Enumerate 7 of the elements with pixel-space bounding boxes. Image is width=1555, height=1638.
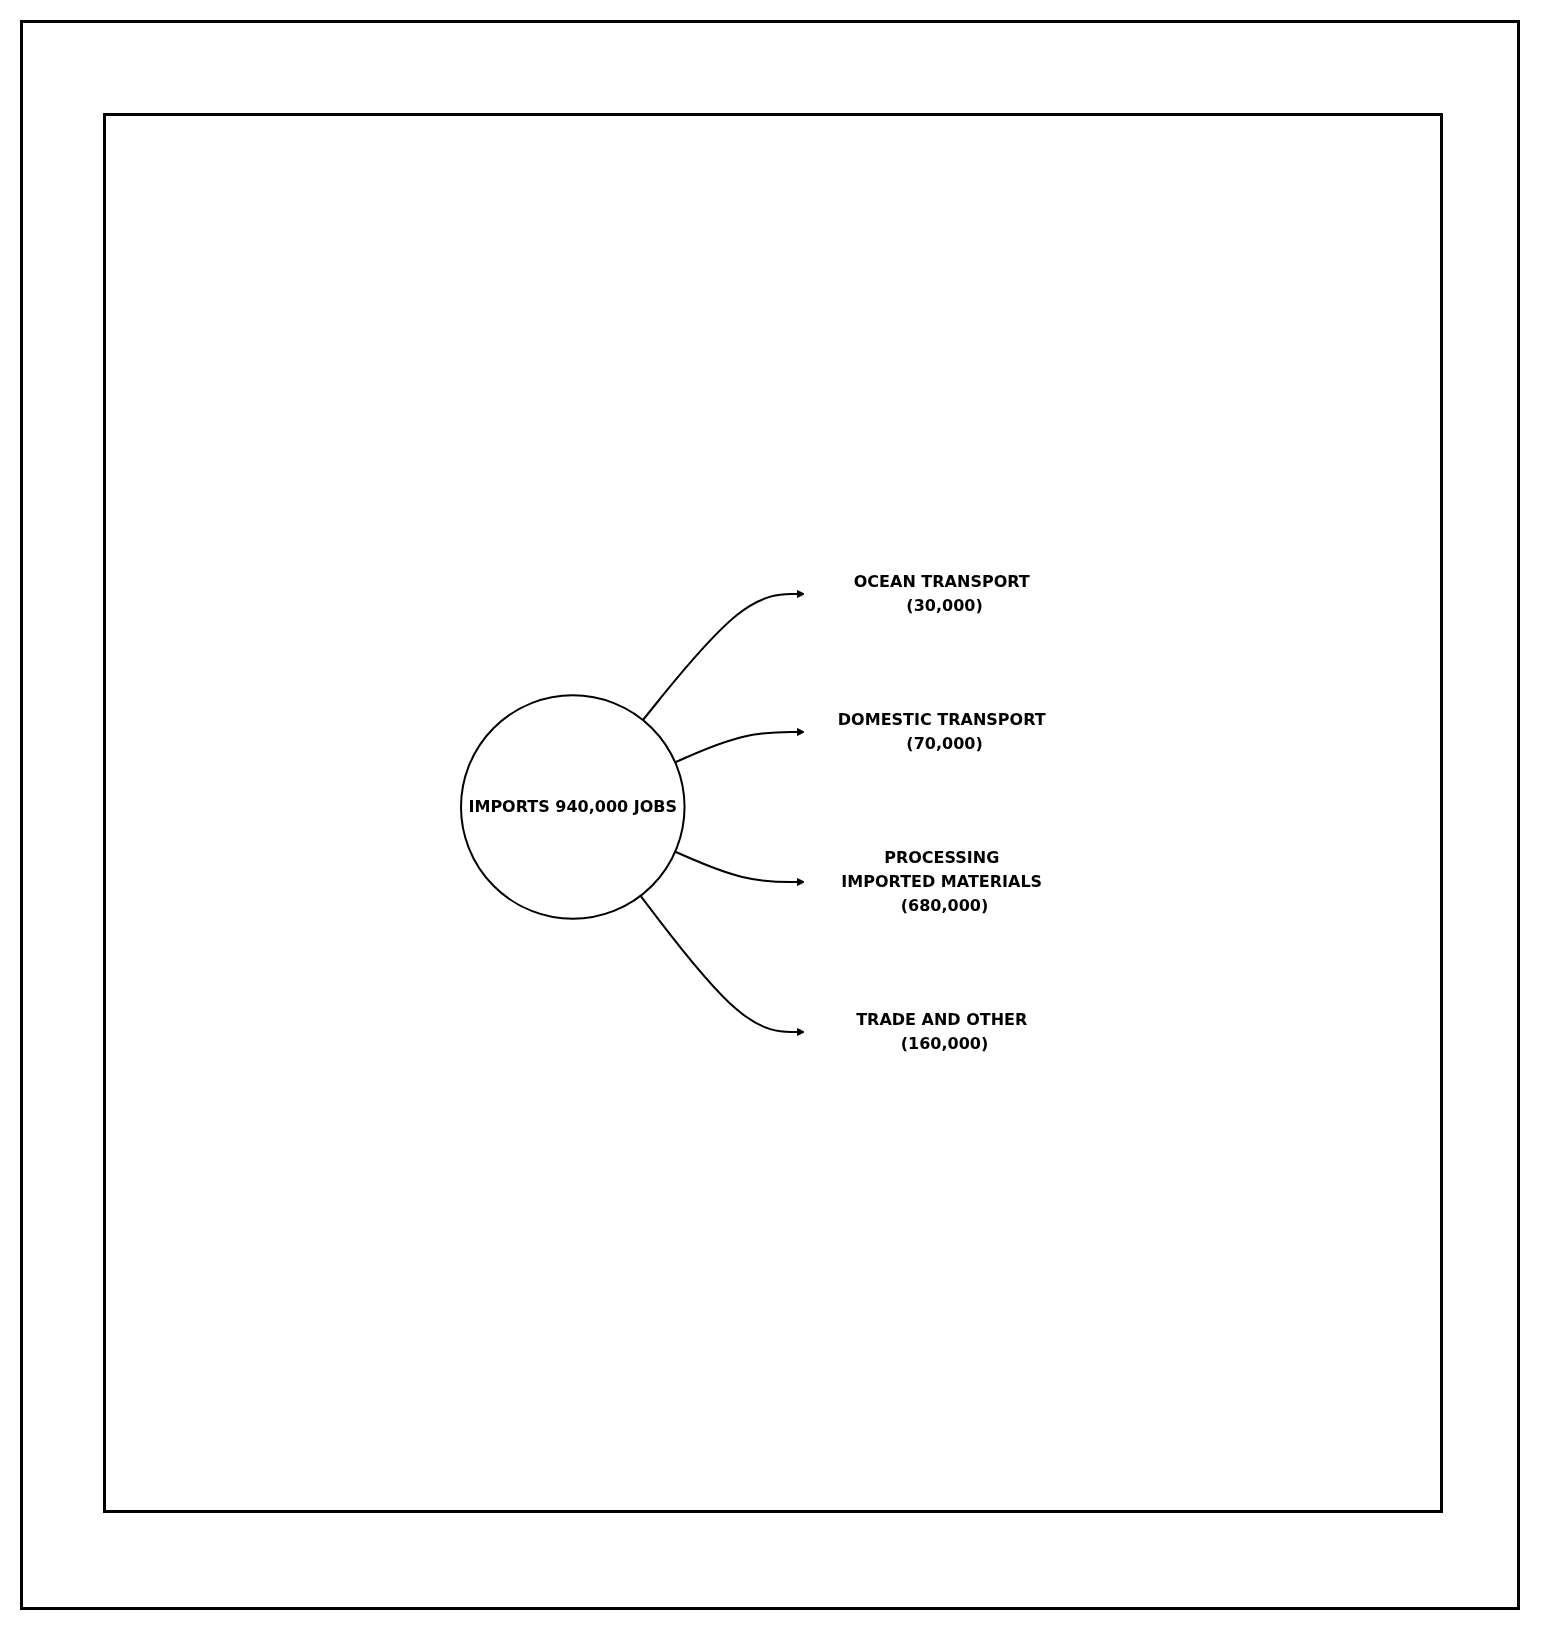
node-text: OCEAN TRANSPORT (30,000) xyxy=(853,572,1030,615)
node-text: PROCESSING IMPORTED MATERIALS (680,000) xyxy=(841,848,1043,915)
arrow xyxy=(642,589,806,721)
node-text: TRADE AND OTHER (160,000) xyxy=(856,1010,1028,1053)
arrow xyxy=(639,894,806,1037)
node-text: DOMESTIC TRANSPORT (70,000) xyxy=(838,710,1046,753)
node-circle: IMPORTS 940,000 JOBS xyxy=(460,694,686,920)
